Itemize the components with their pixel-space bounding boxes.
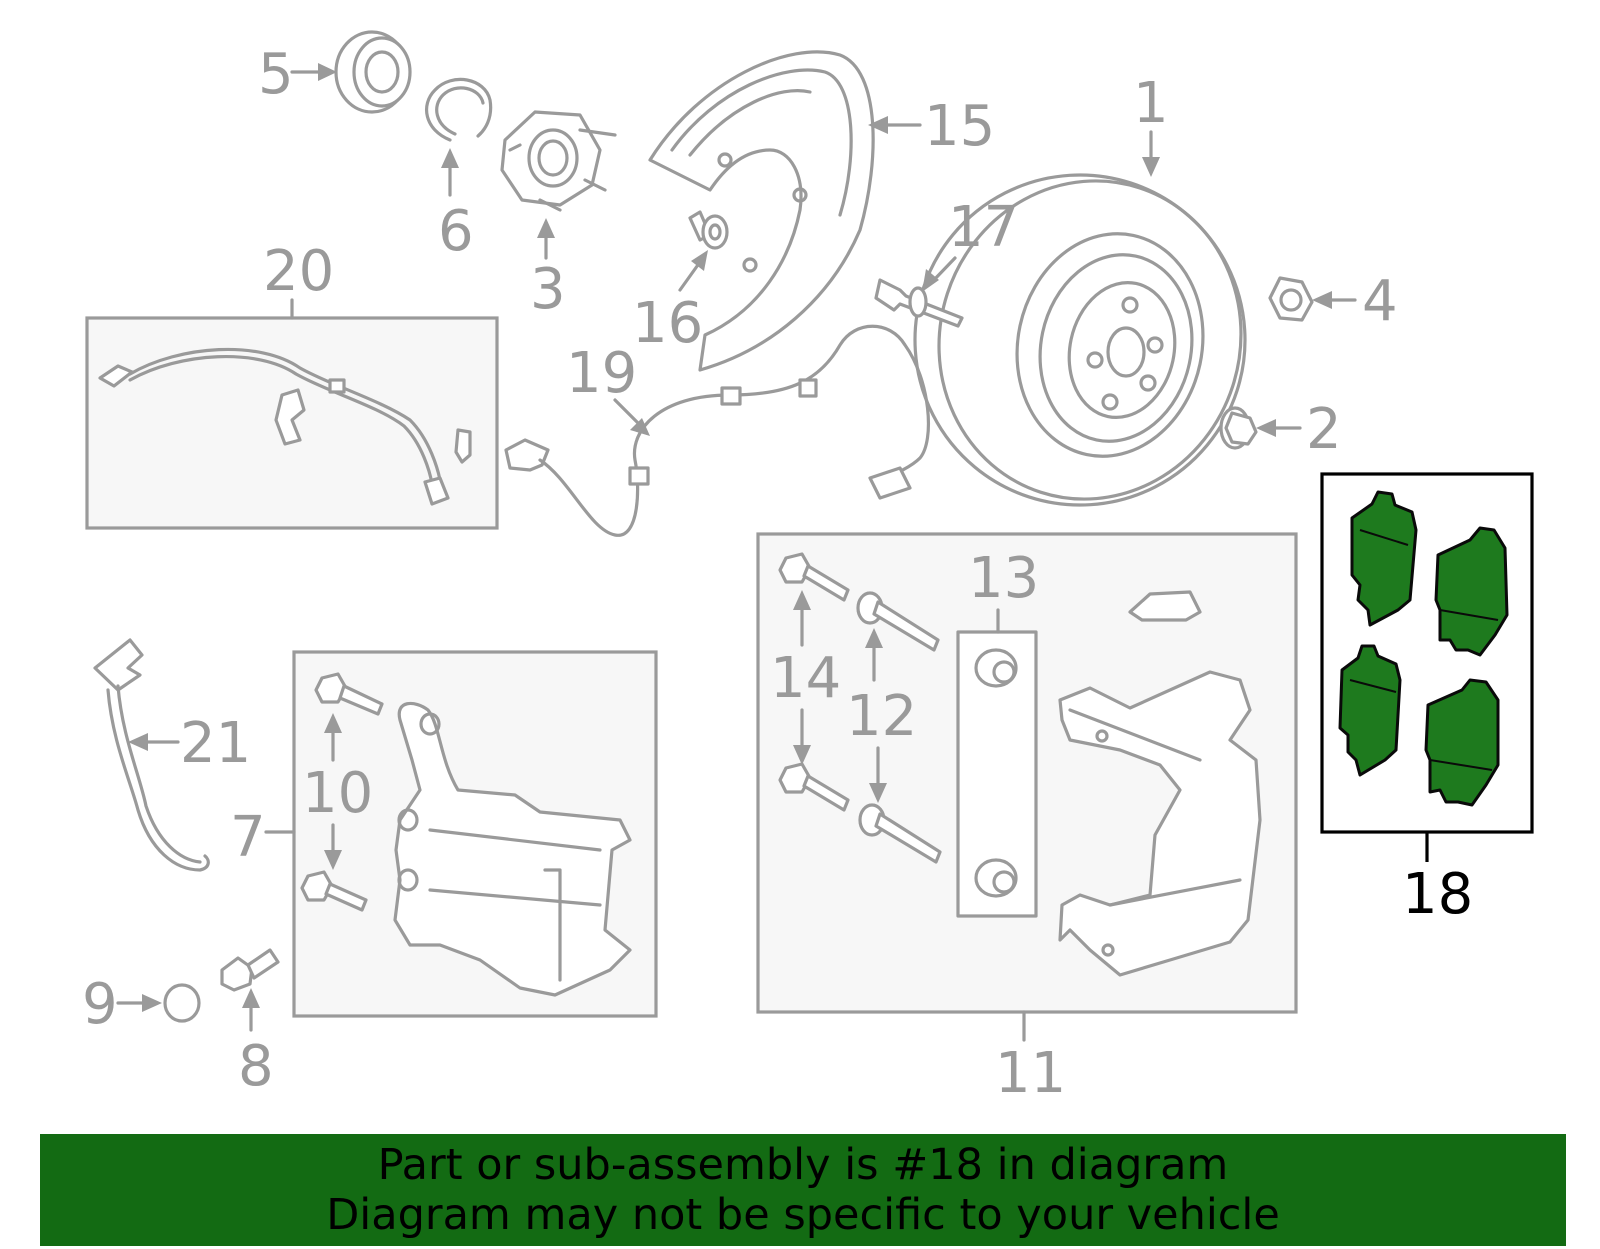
info-banner: Part or sub-assembly is #18 in diagram D… xyxy=(40,1134,1566,1246)
label-part-18: 18 xyxy=(1402,862,1473,927)
part-2-nut xyxy=(1219,406,1258,450)
part-11-caliper-bracket xyxy=(1058,670,1262,977)
part-4-nut xyxy=(1268,276,1314,322)
label-part-11: 11 xyxy=(995,1041,1066,1106)
label-part-8: 8 xyxy=(238,1034,274,1099)
part-10-caliper-bolt-upper xyxy=(314,672,384,716)
banner-line-1: Part or sub-assembly is #18 in diagram xyxy=(377,1140,1229,1190)
label-part-5: 5 xyxy=(258,42,294,107)
label-part-6: 6 xyxy=(438,199,474,264)
label-part-7: 7 xyxy=(230,805,266,870)
brake-pad-1 xyxy=(1350,490,1418,627)
label-part-20: 20 xyxy=(263,239,334,304)
label-part-10: 10 xyxy=(302,761,373,826)
part-13-boot-upper xyxy=(974,648,1018,688)
part-10-caliper-bolt-lower xyxy=(300,870,368,912)
label-part-17: 17 xyxy=(948,195,1019,260)
brake-pad-3 xyxy=(1338,644,1402,777)
label-part-12: 12 xyxy=(846,684,917,749)
label-part-16: 16 xyxy=(632,291,703,356)
label-part-1: 1 xyxy=(1133,71,1169,136)
part-18-brake-pads xyxy=(1338,490,1509,807)
brake-pad-2 xyxy=(1434,526,1509,657)
part-16-shield-bolt xyxy=(688,210,729,250)
label-part-2: 2 xyxy=(1306,397,1342,462)
label-part-14: 14 xyxy=(770,646,841,711)
label-part-21: 21 xyxy=(180,711,251,776)
label-part-3: 3 xyxy=(530,257,566,322)
part-6-snap-ring xyxy=(425,77,493,142)
label-part-4: 4 xyxy=(1362,269,1398,334)
part-14-bracket-bolt-upper xyxy=(778,552,850,602)
part-21-brake-line xyxy=(93,638,210,872)
part-12-guide-pin-upper xyxy=(856,591,940,652)
label-part-9: 9 xyxy=(82,972,118,1037)
banner-line-2: Diagram may not be specific to your vehi… xyxy=(326,1190,1280,1240)
part-1-brake-rotor xyxy=(913,173,1247,507)
part-11-clip xyxy=(1128,590,1202,622)
part-7-brake-caliper xyxy=(393,701,632,997)
brake-pad-4 xyxy=(1424,678,1500,807)
label-part-15: 15 xyxy=(924,94,995,159)
part-15-dust-shield xyxy=(648,50,875,372)
part-3-wheel-hub xyxy=(500,110,617,212)
part-8-bleeder-screw xyxy=(220,948,280,992)
part-13-boot-lower xyxy=(974,858,1018,898)
label-part-13: 13 xyxy=(968,546,1039,611)
label-part-19: 19 xyxy=(566,341,637,406)
part-17-wheel-stud xyxy=(874,278,964,328)
part-19-wheel-speed-sensor xyxy=(504,324,930,537)
part-20-wear-sensor-harness xyxy=(98,347,472,506)
part-9-cap xyxy=(163,983,201,1023)
part-12-guide-pin-lower xyxy=(858,803,942,864)
part-5-wheel-bearing xyxy=(334,30,412,114)
